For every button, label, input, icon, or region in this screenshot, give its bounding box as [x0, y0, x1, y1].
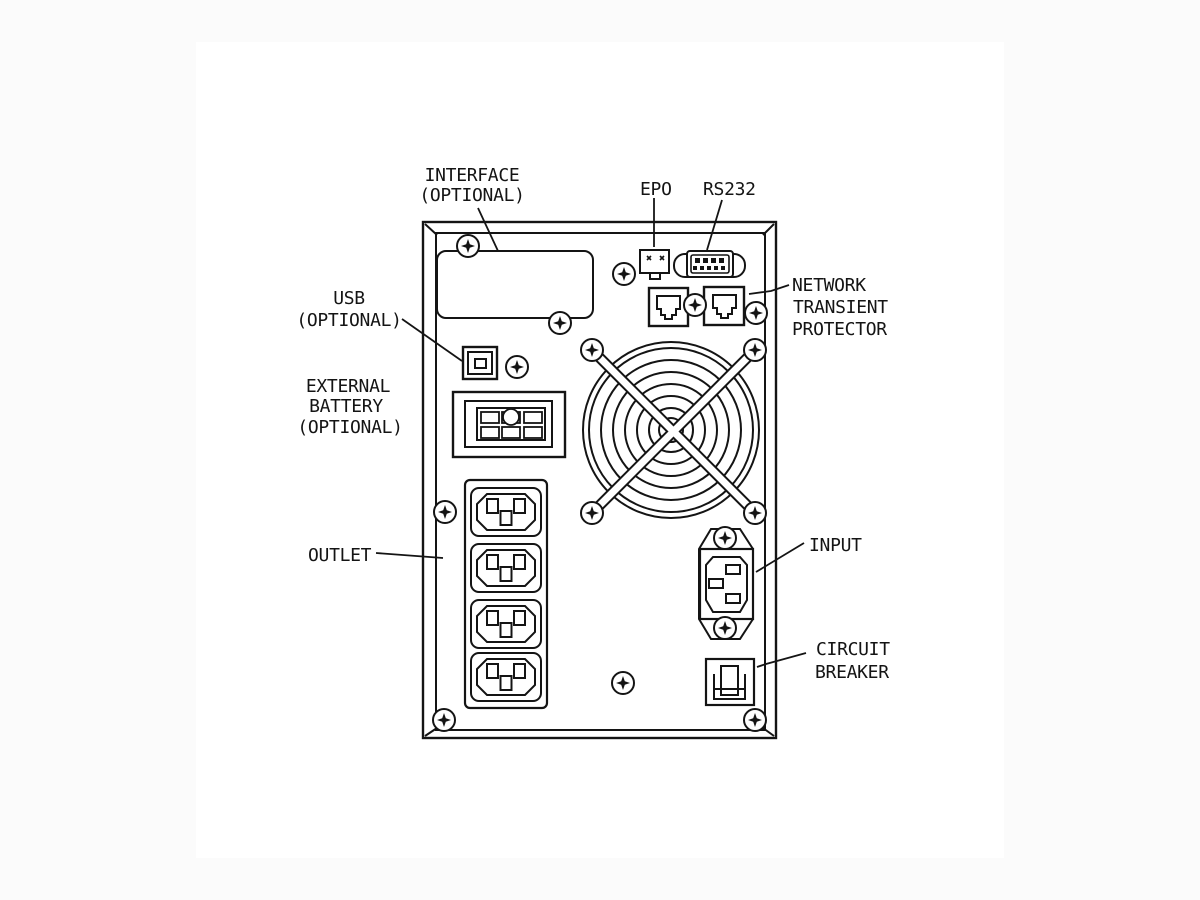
rs232-leader	[706, 199, 723, 251]
outlet-4	[470, 652, 542, 702]
svg-text:RS232: RS232	[703, 179, 756, 200]
svg-text:OUTLET: OUTLET	[308, 545, 372, 566]
svg-text:INPUT: INPUT	[809, 535, 862, 556]
usb-port	[461, 345, 499, 381]
circuit-breaker	[704, 657, 756, 707]
fan-guard	[586, 344, 761, 519]
svg-text:USB: USB	[333, 288, 365, 309]
battery-connector	[451, 390, 567, 459]
interface-label: INTERFACE (OPTIONAL)	[419, 165, 525, 206]
outlet-1	[470, 487, 542, 537]
panel-frame	[421, 220, 778, 740]
svg-text:NETWORK: NETWORK	[792, 275, 866, 296]
input-connector	[698, 528, 755, 640]
input-leader	[755, 542, 805, 573]
svg-text:INTERFACE: INTERFACE	[425, 165, 520, 186]
epo-connector	[639, 249, 670, 280]
outlet-bank	[463, 478, 549, 710]
svg-text:(OPTIONAL): (OPTIONAL)	[419, 185, 524, 206]
epo-label: EPO	[640, 179, 672, 200]
svg-text:PROTECTOR: PROTECTOR	[792, 319, 887, 340]
breaker-leader	[756, 652, 807, 668]
svg-text:TRANSIENT: TRANSIENT	[793, 297, 888, 318]
external-battery-label: EXTERNAL BATTERY (OPTIONAL)	[297, 376, 403, 438]
outlet-label: OUTLET	[308, 545, 372, 566]
interface-leader	[477, 207, 499, 252]
circuit-breaker-label: CIRCUIT BREAKER	[815, 639, 891, 683]
rs232-label: RS232	[703, 179, 756, 200]
outlet-2	[470, 543, 542, 593]
usb-label: USB (OPTIONAL)	[296, 288, 402, 331]
svg-text:(OPTIONAL): (OPTIONAL)	[296, 310, 401, 331]
labels: INTERFACE (OPTIONAL) EPO RS232 USB (OPTI…	[296, 165, 890, 683]
fan-grille	[582, 341, 760, 519]
svg-text:BATTERY: BATTERY	[309, 396, 383, 417]
network-transient-protector-label: NETWORK TRANSIENT PROTECTOR	[792, 275, 889, 340]
interface-slot	[436, 250, 594, 319]
leader-lines	[375, 198, 807, 668]
network-leader	[748, 284, 790, 295]
svg-text:CIRCUIT: CIRCUIT	[816, 639, 890, 660]
svg-text:EXTERNAL: EXTERNAL	[306, 376, 391, 397]
outlet-leader	[375, 552, 444, 559]
usb-leader	[401, 318, 463, 362]
rs232-connector	[673, 250, 746, 278]
rj45-jack-right	[702, 285, 746, 327]
svg-text:BREAKER: BREAKER	[815, 662, 889, 683]
svg-text:EPO: EPO	[640, 179, 672, 200]
outlet-3	[470, 599, 542, 649]
rj45-jack-left	[647, 286, 690, 328]
svg-text:(OPTIONAL): (OPTIONAL)	[297, 417, 402, 438]
input-label: INPUT	[809, 535, 862, 556]
diagram-background	[196, 42, 1004, 858]
